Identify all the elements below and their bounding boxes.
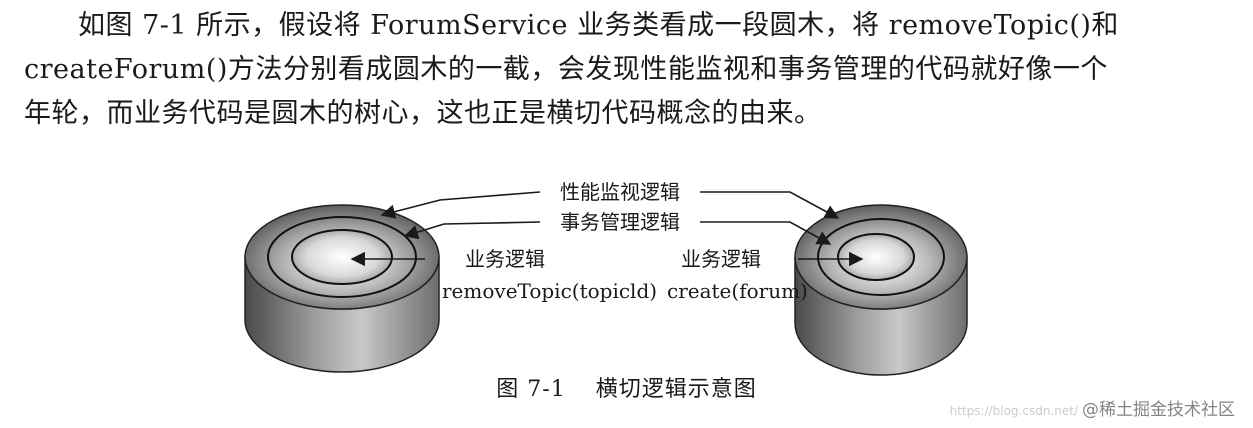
caption-text: 横切逻辑示意图 — [595, 377, 757, 402]
left-log — [244, 204, 440, 373]
watermark: https://blog.csdn.net/ @稀土掘金技术社区 — [950, 395, 1235, 420]
right-method-label: create(forum) — [667, 279, 808, 303]
left-method-label: removeTopic(topicld) — [442, 279, 657, 303]
paragraph-line-1: 如图 7-1 所示，假设将 ForumService 业务类看成一段圆木，将 r… — [78, 10, 1119, 41]
right-log — [794, 204, 968, 376]
label-performance-logic: 性能监视逻辑 — [560, 180, 680, 204]
watermark-brand: @稀土掘金技术社区 — [1082, 400, 1235, 420]
paragraph-line-3: 年轮，而业务代码是圆木的树心，这也正是横切代码概念的由来。 — [24, 98, 822, 129]
watermark-url: https://blog.csdn.net/ — [949, 404, 1078, 418]
label-arrows — [350, 191, 864, 267]
paragraph-line-2: createForum()方法分别看成圆木的一截，会发现性能监视和事务管理的代码… — [24, 54, 1108, 85]
caption-number: 图 7-1 — [496, 377, 566, 402]
right-business-label: 业务逻辑 — [681, 247, 761, 271]
figure-caption: 图 7-1 横切逻辑示意图 — [0, 371, 1253, 403]
body-paragraph: 如图 7-1 所示，假设将 ForumService 业务类看成一段圆木，将 r… — [24, 4, 1234, 136]
left-business-label: 业务逻辑 — [465, 247, 545, 271]
label-transaction-logic: 事务管理逻辑 — [560, 210, 680, 234]
